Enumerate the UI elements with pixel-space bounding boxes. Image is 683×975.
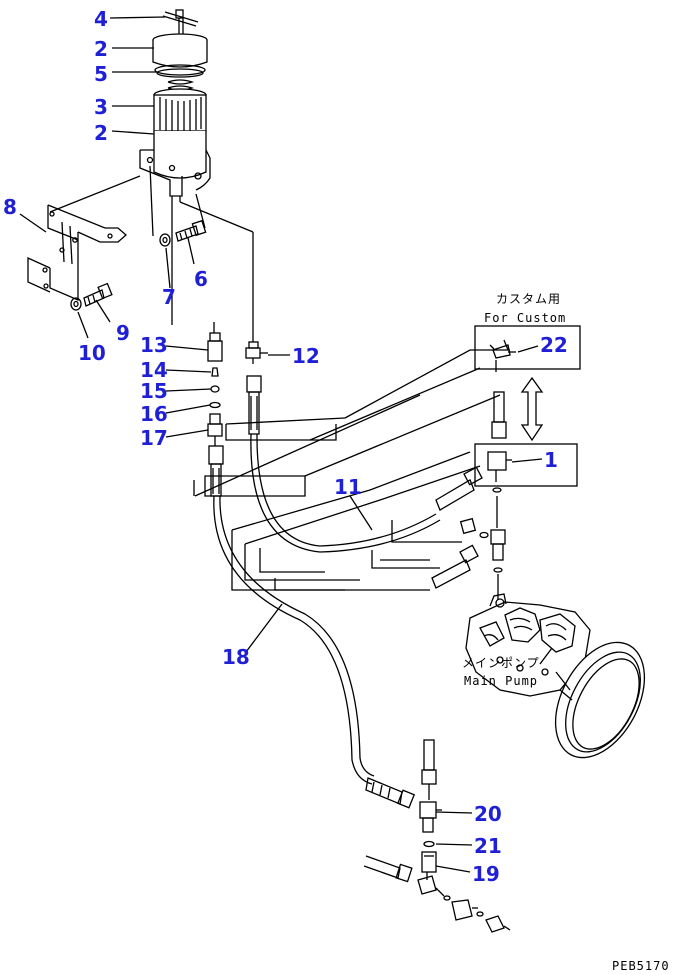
- callout-2-upper: 2: [94, 37, 108, 61]
- pump-fittings: [479, 496, 506, 600]
- right-hose-line: [245, 341, 483, 589]
- callout-8: 8: [3, 195, 17, 219]
- callout-1: 1: [544, 448, 558, 472]
- machine-frame-outline: [193, 349, 510, 591]
- callout-7: 7: [162, 285, 176, 309]
- callout-20: 20: [474, 802, 502, 826]
- callout-5: 5: [94, 62, 108, 86]
- pump-label-en: Main Pump: [464, 674, 538, 688]
- main-pump: [465, 593, 646, 759]
- callout-14: 14: [140, 358, 168, 382]
- callout-13: 13: [140, 333, 168, 357]
- callout-3: 3: [94, 95, 108, 119]
- callout-9: 9: [116, 321, 130, 345]
- diagram-drawing: [19, 9, 646, 933]
- callout-17: 17: [140, 426, 168, 450]
- mounting-bracket: [27, 165, 206, 301]
- custom-label-en: For Custom: [484, 311, 566, 325]
- callout-12: 12: [292, 344, 320, 368]
- callout-22: 22: [540, 333, 568, 357]
- fasteners: [70, 219, 207, 311]
- callout-19: 19: [472, 862, 500, 886]
- text-labels: カスタム用 For Custom メインポンプ Main Pump PEB517…: [462, 292, 670, 973]
- callout-leaders: [19, 16, 553, 873]
- filter-assembly: [139, 9, 211, 202]
- left-hose-line: [171, 201, 416, 809]
- pump-label-jp: メインポンプ: [462, 656, 540, 670]
- callout-21: 21: [474, 834, 502, 858]
- lower-fittings: [363, 739, 511, 933]
- callout-11: 11: [334, 475, 362, 499]
- custom-label-jp: カスタム用: [496, 292, 561, 306]
- callout-18: 18: [222, 645, 250, 669]
- tee-box: [474, 391, 578, 493]
- custom-box: [474, 325, 581, 442]
- callout-6: 6: [194, 267, 208, 291]
- callout-16: 16: [140, 402, 168, 426]
- callout-10: 10: [78, 341, 106, 365]
- callout-2-lower: 2: [94, 121, 108, 145]
- callout-15: 15: [140, 379, 168, 403]
- drawing-code: PEB5170: [612, 959, 670, 973]
- callout-4: 4: [94, 7, 108, 31]
- callout-numbers: 4 2 5 3 2 8 6 7 9 10 13 12 14 15 16 17 1…: [3, 7, 568, 886]
